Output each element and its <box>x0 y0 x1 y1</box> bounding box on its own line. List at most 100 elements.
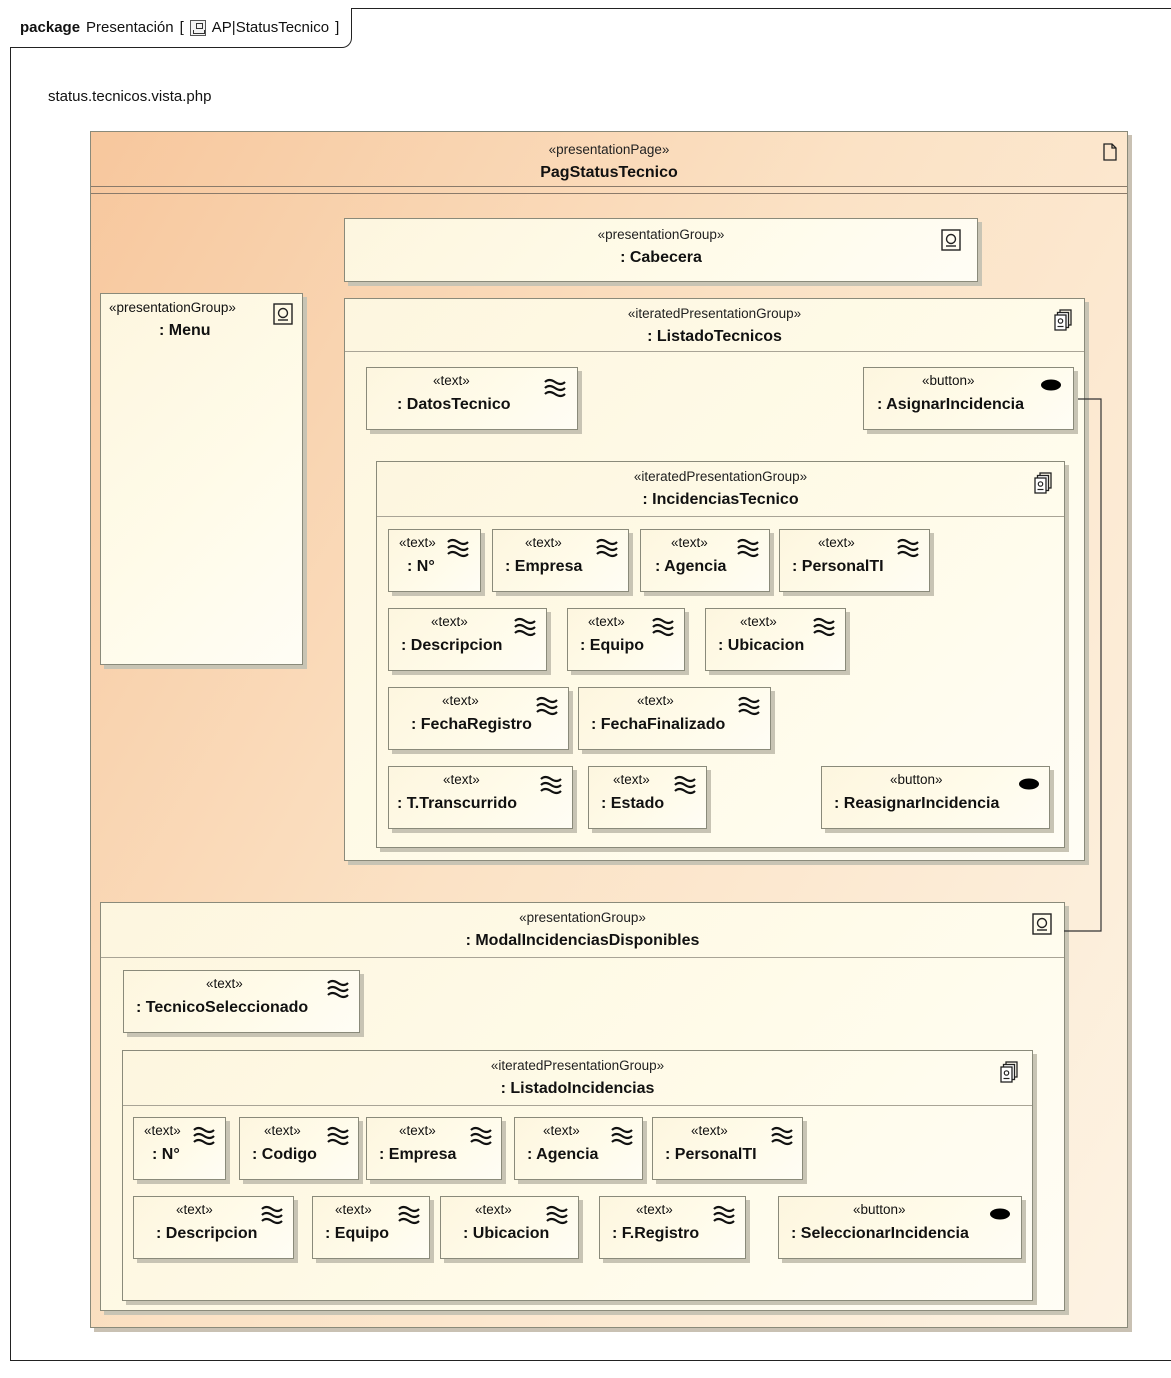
element-name: : FechaFinalizado <box>591 716 726 733</box>
element-stereotype: «text» <box>671 535 708 550</box>
element-name: : DatosTecnico <box>397 396 511 413</box>
frame-name: Presentación <box>86 19 174 36</box>
presentation-group-icon <box>941 229 961 251</box>
text-element-icon <box>543 376 567 400</box>
element-stereotype: «text» <box>176 1202 213 1217</box>
element-name: : AsignarIncidencia <box>877 396 1024 413</box>
element-stereotype: «text» <box>206 976 243 991</box>
text-element-icon <box>192 1124 216 1148</box>
group-stereotype: «presentationGroup» <box>109 300 236 315</box>
group-cabecera[interactable]: «presentationGroup» : Cabecera <box>344 218 978 282</box>
button-element-reasignar-incidencia[interactable]: «button» : ReasignarIncidencia <box>821 766 1050 829</box>
group-separator <box>123 1105 1032 1106</box>
frame-bracket-open: [ <box>179 19 184 36</box>
element-stereotype: «text» <box>637 693 674 708</box>
element-name: : TecnicoSeleccionado <box>136 999 309 1016</box>
element-stereotype: «text» <box>588 614 625 629</box>
element-stereotype: «button» <box>890 772 943 787</box>
page-name: PagStatusTecnico <box>540 164 678 181</box>
group-stereotype: «presentationGroup» <box>519 910 646 925</box>
text-element-li-descripcion[interactable]: «text»: Descripcion <box>133 1196 294 1259</box>
element-name: : SeleccionarIncidencia <box>791 1225 969 1242</box>
page-stereotype: «presentationPage» <box>548 142 670 157</box>
button-icon <box>989 1207 1011 1221</box>
text-element-icon <box>446 536 470 560</box>
element-name: : Codigo <box>252 1146 317 1163</box>
element-name: : Descripcion <box>401 637 503 654</box>
element-stereotype: «text» <box>475 1202 512 1217</box>
text-element-datos-tecnico[interactable]: «text» : DatosTecnico <box>366 367 578 430</box>
text-element-icon <box>812 615 836 639</box>
text-element-icon <box>469 1124 493 1148</box>
text-element-icon <box>260 1203 284 1227</box>
text-element-li-empresa[interactable]: «text»: Empresa <box>366 1117 502 1180</box>
text-element-it-empresa[interactable]: «text»: Empresa <box>492 529 629 592</box>
element-name: : Ubicacion <box>463 1225 550 1242</box>
text-element-it-n[interactable]: «text»: N° <box>388 529 481 592</box>
text-element-it-equipo[interactable]: «text»: Equipo <box>567 608 685 671</box>
text-element-li-n[interactable]: «text»: N° <box>133 1117 226 1180</box>
text-element-icon <box>326 977 350 1001</box>
element-stereotype: «text» <box>525 535 562 550</box>
element-name: : ReasignarIncidencia <box>834 795 1000 812</box>
page-document-icon <box>1103 143 1117 161</box>
group-separator <box>377 516 1064 517</box>
element-name: : PersonalTI <box>665 1146 757 1163</box>
text-element-icon <box>673 773 697 797</box>
button-icon <box>1018 777 1040 791</box>
text-element-li-codigo[interactable]: «text»: Codigo <box>239 1117 359 1180</box>
text-element-icon <box>736 536 760 560</box>
element-stereotype: «text» <box>691 1123 728 1138</box>
text-element-li-fregistro[interactable]: «text»: F.Registro <box>599 1196 746 1259</box>
button-element-asignar-incidencia[interactable]: «button» : AsignarIncidencia <box>863 367 1074 430</box>
element-name: : Agencia <box>655 558 727 575</box>
text-element-li-ubicacion[interactable]: «text» : Ubicacion <box>440 1196 579 1259</box>
group-stereotype: «iteratedPresentationGroup» <box>490 1058 665 1073</box>
iterated-group-icon <box>1034 472 1052 494</box>
element-stereotype: «text» <box>543 1123 580 1138</box>
text-element-icon <box>595 536 619 560</box>
element-stereotype: «text» <box>433 373 470 388</box>
group-stereotype: «presentationGroup» <box>597 227 725 242</box>
element-name: : Equipo <box>325 1225 389 1242</box>
diagram-icon <box>189 19 206 36</box>
presentation-group-icon <box>273 303 293 325</box>
frame-keyword: package <box>20 19 81 36</box>
element-stereotype: «button» <box>922 373 975 388</box>
text-element-it-ubicacion[interactable]: «text»: Ubicacion <box>705 608 846 671</box>
text-element-it-personalti[interactable]: «text»: PersonalTI <box>779 529 930 592</box>
text-element-icon <box>712 1203 736 1227</box>
group-menu[interactable]: «presentationGroup» : Menu <box>100 293 303 665</box>
text-element-li-equipo[interactable]: «text» : Equipo <box>312 1196 430 1259</box>
text-element-icon <box>651 615 675 639</box>
presentation-group-icon <box>1032 913 1052 935</box>
iterated-group-icon <box>1000 1061 1018 1083</box>
connector-asignar-to-modal <box>1064 398 1102 932</box>
group-name: : Cabecera <box>620 249 702 266</box>
element-stereotype: «text» <box>818 535 855 550</box>
element-name: : Estado <box>601 795 665 812</box>
element-stereotype: «text» <box>144 1123 181 1138</box>
text-element-it-fechafinalizado[interactable]: «text» : FechaFinalizado <box>578 687 771 750</box>
group-name: : ListadoIncidencias <box>500 1080 655 1097</box>
text-element-icon <box>326 1124 350 1148</box>
text-element-it-estado[interactable]: «text»: Estado <box>588 766 707 829</box>
text-element-it-descripcion[interactable]: «text»: Descripcion <box>388 608 547 671</box>
text-element-li-personalti[interactable]: «text» : PersonalTI <box>652 1117 803 1180</box>
text-element-tecnico-seleccionado[interactable]: «text» : TecnicoSeleccionado <box>123 970 360 1033</box>
text-element-it-agencia[interactable]: «text» : Agencia <box>640 529 770 592</box>
button-element-seleccionar-incidencia[interactable]: «button»: SeleccionarIncidencia <box>778 1196 1022 1259</box>
element-name: : Ubicacion <box>718 637 805 654</box>
iterated-group-icon <box>1054 309 1072 331</box>
text-element-li-agencia[interactable]: «text»: Agencia <box>514 1117 643 1180</box>
element-stereotype: «text» <box>335 1202 372 1217</box>
package-frame-tab: package Presentación [ AP|StatusTecnico … <box>10 8 353 48</box>
text-element-icon <box>545 1203 569 1227</box>
element-name: : N° <box>407 558 435 575</box>
text-element-icon <box>896 536 920 560</box>
text-element-it-fecharegistro[interactable]: «text»: FechaRegistro <box>388 687 569 750</box>
page-header-compartment <box>91 132 1127 187</box>
group-name: : Menu <box>159 322 211 339</box>
text-element-it-ttranscurrido[interactable]: «text»: T.Transcurrido <box>388 766 573 829</box>
